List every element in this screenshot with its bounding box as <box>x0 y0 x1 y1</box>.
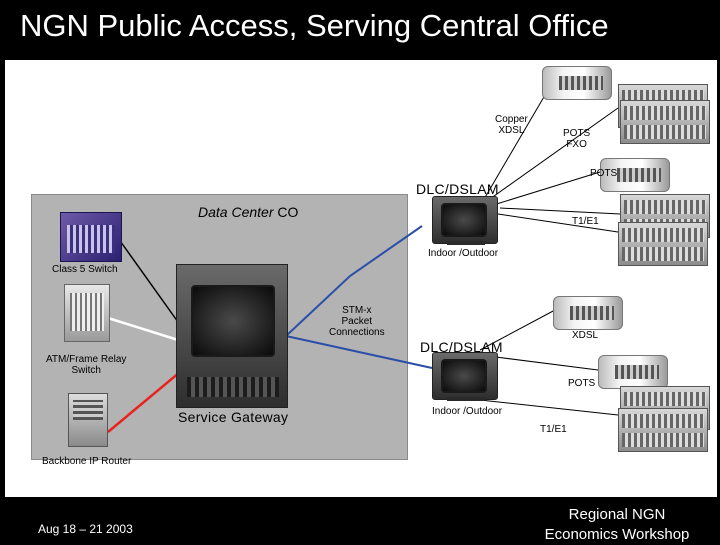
link-dslam-top-pod2 <box>489 171 601 207</box>
title-bar: NGN Public Access, Serving Central Offic… <box>0 0 720 58</box>
pots-fxo-shelf-2 <box>620 100 710 144</box>
dslam-bottom-name: DLC/DSLAM <box>420 339 503 355</box>
dslam-top-location: Indoor /Outdoor <box>428 248 499 259</box>
stm-line2: Packet <box>341 316 373 327</box>
copper-xdsl-label: Copper XDSL <box>495 114 528 136</box>
service-gateway-label: Service Gateway <box>178 409 289 425</box>
footer-date: Aug 18 – 21 2003 <box>38 522 133 536</box>
t1e1-bottom-shelf-2 <box>618 408 708 452</box>
dslam-top-device <box>432 196 498 245</box>
atm-switch-line2: Switch <box>71 365 101 376</box>
fxo-text: FXO <box>566 139 587 150</box>
pots-fxo-label: POTS FXO <box>563 128 590 150</box>
link-gateway-dslam-top <box>285 225 423 337</box>
copper-text: Copper <box>495 114 528 125</box>
data-center-suffix: CO <box>277 204 299 220</box>
dslam-bottom-device <box>432 352 498 401</box>
class5-switch-device <box>60 212 122 262</box>
pots-text: POTS <box>563 128 591 139</box>
class5-switch-label: Class 5 Switch <box>52 264 118 275</box>
dslam-top-name: DLC/DSLAM <box>416 181 499 197</box>
link-gateway-dslam-bottom <box>285 335 433 369</box>
t1e1-top-label: T1/E1 <box>572 216 599 227</box>
link-dslam-bottom-shelf <box>479 399 619 416</box>
atm-switch-label: ATM/Frame Relay Switch <box>46 354 126 376</box>
pots-top-label: POTS <box>590 168 618 179</box>
dslam-bottom-location: Indoor /Outdoor <box>432 406 503 417</box>
link-dslam-top-shelf1 <box>479 107 619 207</box>
data-center-prefix: Data Center <box>198 204 278 220</box>
link-dslam-top-shelf3 <box>497 213 619 233</box>
link-dslam-bottom-pod2 <box>479 354 599 371</box>
atm-frame-relay-switch-device <box>64 284 110 342</box>
link-atm-gateway <box>107 316 179 342</box>
xdsl-pod-device <box>553 296 623 330</box>
t1e1-bottom-label: T1/E1 <box>540 424 567 435</box>
stm-line1: STM-x <box>342 305 372 316</box>
atm-switch-line1: ATM/Frame Relay <box>46 354 127 365</box>
xdsl-bottom-label: XDSL <box>572 330 599 341</box>
footer-event: Regional NGN Economics Workshop <box>527 505 707 545</box>
pots-bottom-pod-device <box>598 355 668 389</box>
footer-event-line2: Economics Workshop <box>544 526 690 543</box>
backbone-router-label: Backbone IP Router <box>42 456 132 467</box>
slide-title: NGN Public Access, Serving Central Offic… <box>20 8 609 43</box>
footer-bar <box>0 497 720 540</box>
link-router-gateway <box>107 371 181 433</box>
service-gateway-device <box>176 264 288 408</box>
link-dslam-bottom-pod1 <box>479 309 556 351</box>
link-dslam-top-shelf2 <box>499 207 621 215</box>
link-class5-gateway <box>117 237 179 323</box>
data-center-label: Data Center CO <box>198 204 298 220</box>
t1e1-shelf-2 <box>618 222 708 266</box>
pots-bottom-label: POTS <box>568 378 596 389</box>
pots-pod-device <box>600 158 670 192</box>
stm-line3: Connections <box>329 327 385 338</box>
copper-pod-device <box>542 66 612 100</box>
stm-label: STM-x Packet Connections <box>329 305 385 338</box>
footer-event-line1: Regional NGN <box>568 506 666 523</box>
link-dslam-top-copper-pod <box>479 89 549 207</box>
backbone-router-device <box>68 393 108 447</box>
xdsl-text: XDSL <box>498 125 525 136</box>
